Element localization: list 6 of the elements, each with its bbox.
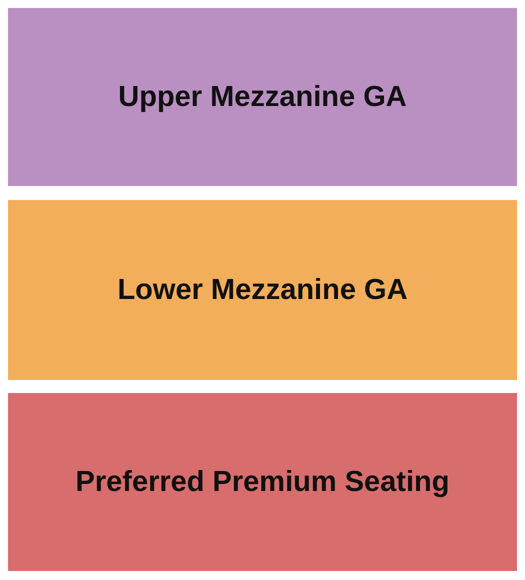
seating-section — [8, 200, 517, 380]
seating-section — [8, 8, 517, 186]
section-label: Lower Mezzanine GA — [117, 272, 408, 308]
seating-section — [8, 393, 517, 571]
section-label: Preferred Premium Seating — [76, 464, 450, 500]
section-label: Upper Mezzanine GA — [118, 80, 407, 114]
